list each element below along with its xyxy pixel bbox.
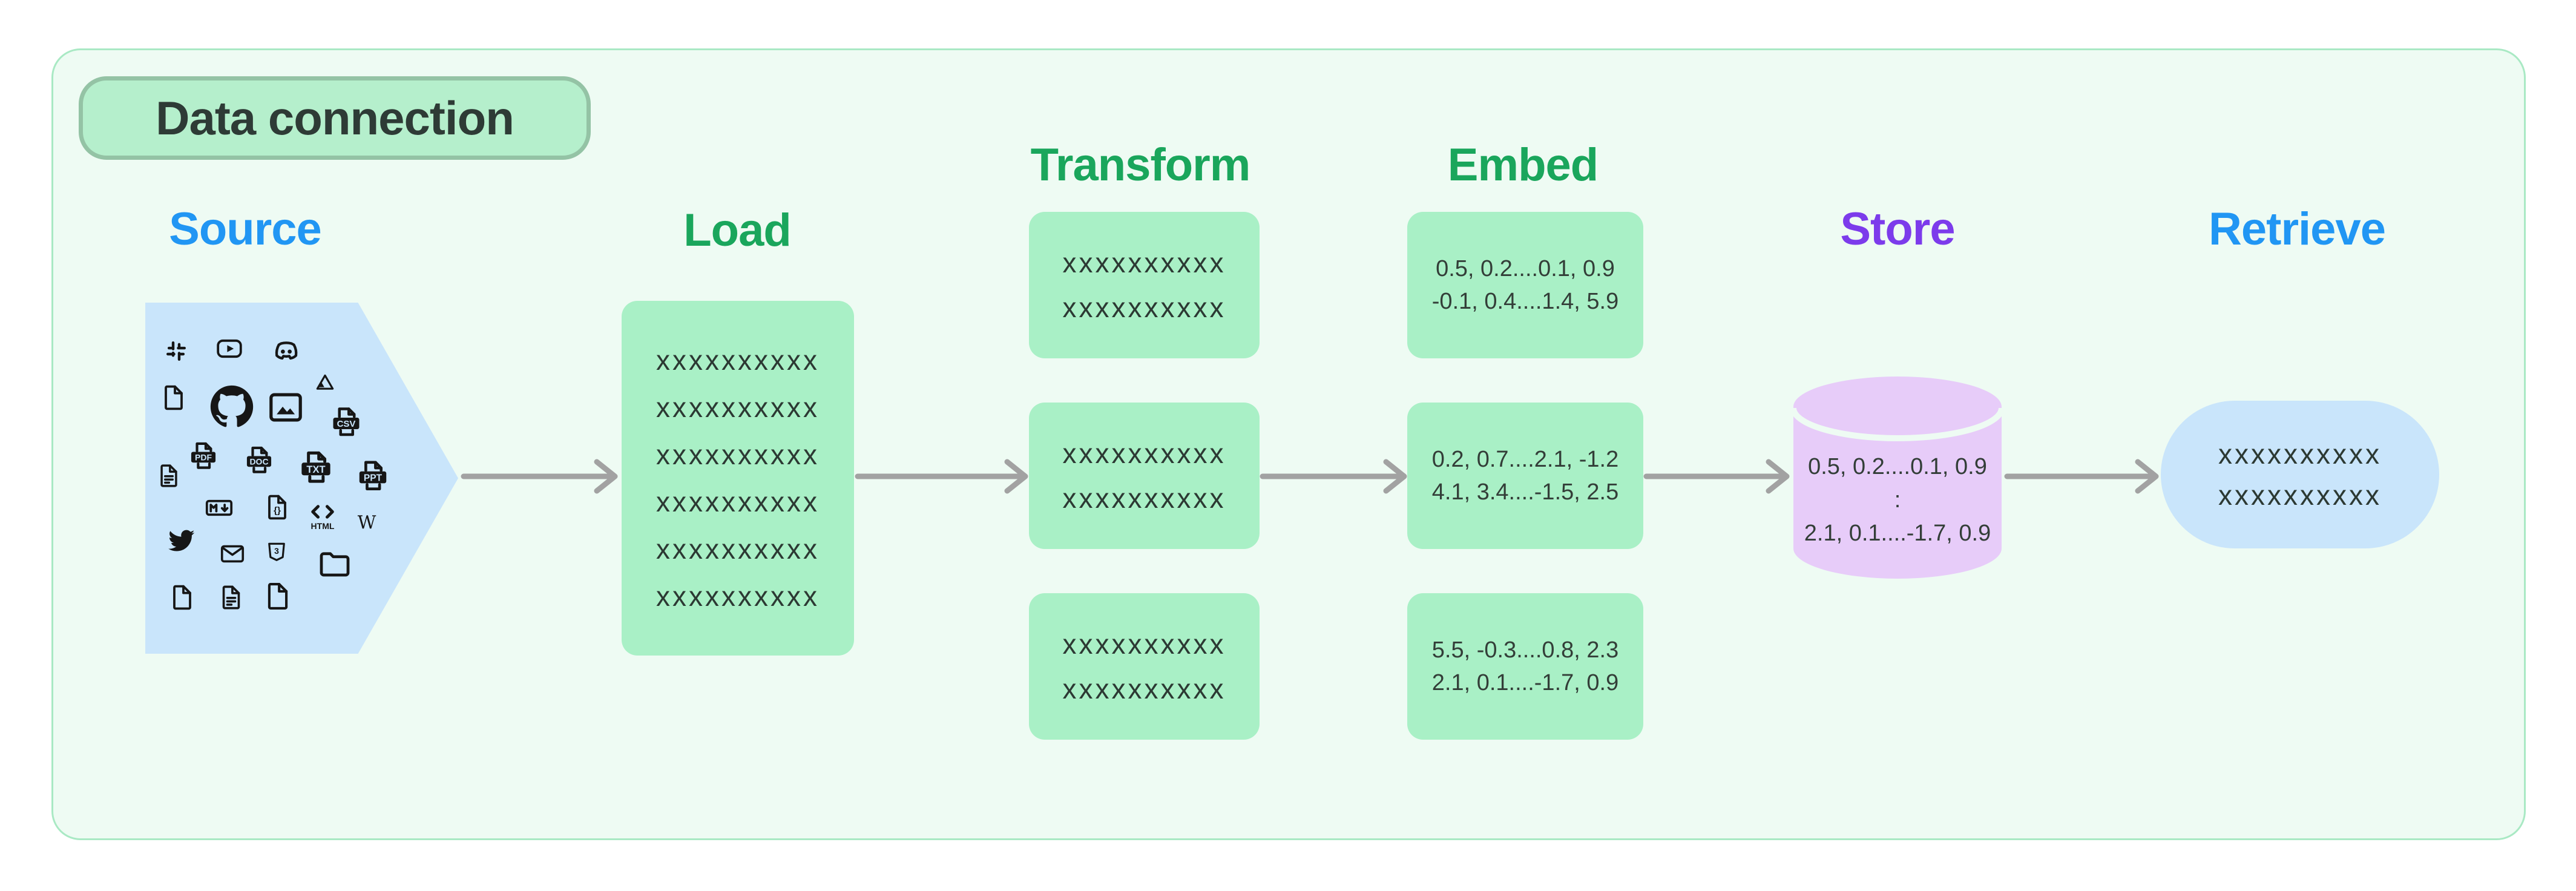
load-line: xxxxxxxxxx [656,439,820,470]
css3-icon: 3 [264,539,289,565]
retrieve-line: xxxxxxxxxx [2218,479,2382,511]
transform-line: xxxxxxxxxx [1062,482,1226,514]
transform-box: xxxxxxxxxx xxxxxxxxxx [1029,403,1260,549]
doc-badge-label: DOC [249,456,268,466]
retrieve-line: xxxxxxxxxx [2218,438,2382,470]
discord-icon [268,335,305,367]
embed-vector-line: 5.5, -0.3....0.8, 2.3 [1431,637,1619,663]
doc-file-icon: DOC [242,443,276,477]
source-heading: Source [169,203,322,255]
embed-vector-line: 0.5, 0.2....0.1, 0.9 [1436,256,1615,281]
load-line: xxxxxxxxxx [656,533,820,565]
file-icon [159,381,188,415]
embed-vector-line: 4.1, 3.4....-1.5, 2.5 [1431,479,1619,505]
vector-store-database: 0.5, 0.2....0.1, 0.9 : 2.1, 0.1....-1.7,… [1792,372,2003,584]
csv-badge-label: CSV [337,419,356,429]
embed-box: 0.5, 0.2....0.1, 0.9 -0.1, 0.4....1.4, 5… [1407,212,1643,358]
transform-line: xxxxxxxxxx [1062,438,1226,469]
youtube-icon [212,334,247,363]
transform-line: xxxxxxxxxx [1062,292,1226,323]
html-label: HTML [311,521,335,531]
load-line: xxxxxxxxxx [656,392,820,423]
load-line: xxxxxxxxxx [656,580,820,612]
github-icon [206,381,258,433]
transform-line: xxxxxxxxxx [1062,673,1226,705]
file-text-icon [217,582,245,613]
wikipedia-icon: W [358,513,376,534]
code-file-icon: {} [263,490,292,524]
store-vector-text: 0.5, 0.2....0.1, 0.9 : 2.1, 0.1....-1.7,… [1792,450,2003,550]
embed-box: 5.5, -0.3....0.8, 2.3 2.1, 0.1....-1.7, … [1407,593,1643,740]
ppt-badge-label: PPT [364,473,383,483]
embed-vector-line: 2.1, 0.1....-1.7, 0.9 [1431,670,1619,695]
css3-label: 3 [274,546,279,556]
file-text-icon [156,461,182,491]
transform-heading: Transform [1030,139,1251,191]
embed-vector-line: 0.2, 0.7....2.1, -1.2 [1431,447,1619,472]
ppt-file-icon: PPT [354,457,392,495]
load-box: xxxxxxxxxx xxxxxxxxxx xxxxxxxxxx xxxxxxx… [622,301,854,656]
data-connection-panel [51,48,2526,840]
wikipedia-w-label: W [358,513,376,534]
store-heading: Store [1840,203,1955,255]
twitter-icon [163,524,200,557]
retrieve-result-box: xxxxxxxxxx xxxxxxxxxx [2161,401,2439,548]
embed-box: 0.2, 0.7....2.1, -1.2 4.1, 3.4....-1.5, … [1407,403,1643,549]
embed-vector-line: -0.1, 0.4....1.4, 5.9 [1431,289,1619,314]
csv-file-icon: CSV [328,404,364,440]
embed-heading: Embed [1447,139,1598,191]
image-icon [266,387,306,427]
txt-badge-label: TXT [306,464,325,475]
transform-box: xxxxxxxxxx xxxxxxxxxx [1029,212,1260,358]
badge-label: Data connection [156,91,514,145]
database-cylinder-icon [1792,376,2003,579]
transform-line: xxxxxxxxxx [1062,247,1226,278]
code-braces-label: {} [274,505,281,516]
slack-icon [162,336,190,366]
load-line: xxxxxxxxxx [656,344,820,376]
html-icon: HTML [311,505,335,531]
store-vector-line: : [1894,487,1901,513]
transform-box: xxxxxxxxxx xxxxxxxxxx [1029,593,1260,740]
file-icon [262,578,294,614]
load-heading: Load [683,205,792,256]
folder-icon [317,545,353,581]
pdf-badge-label: PDF [195,452,212,462]
pdf-file-icon: PDF [186,439,220,473]
mail-icon [216,540,249,568]
transform-line: xxxxxxxxxx [1062,628,1226,660]
store-vector-line: 2.1, 0.1....-1.7, 0.9 [1804,521,1991,546]
store-vector-line: 0.5, 0.2....0.1, 0.9 [1808,454,1987,479]
google-drive-icon [312,371,338,395]
retrieve-heading: Retrieve [2209,203,2386,255]
load-line: xxxxxxxxxx [656,486,820,518]
markdown-icon [200,493,238,523]
txt-file-icon: TXT [296,447,336,487]
file-icon [168,580,197,614]
data-connection-badge: Data connection [79,76,591,160]
